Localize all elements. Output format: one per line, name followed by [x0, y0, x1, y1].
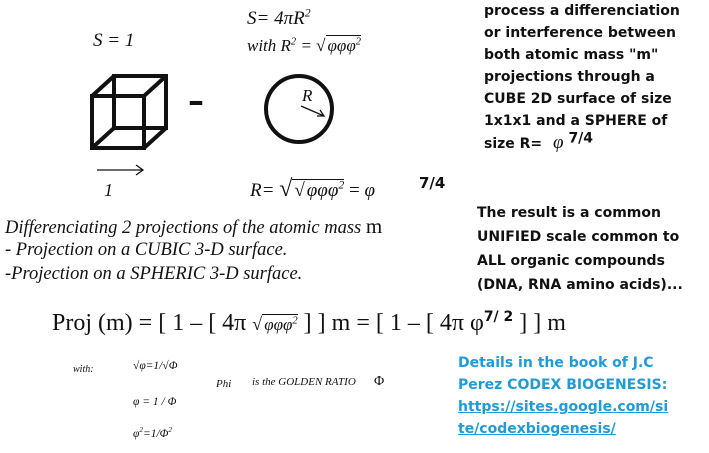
projection-cubic-line: - Projection on a CUBIC 3-D surface. [5, 240, 288, 260]
explanation-line: projections through a [484, 69, 655, 85]
cube-icon [90, 74, 168, 150]
result-line: ALL organic compounds [477, 253, 665, 269]
explanation-paragraph: process a differenciation or interferenc… [484, 0, 680, 155]
differenciating-heading: Differenciating 2 projections of the ato… [5, 214, 383, 238]
result-line: UNIFIED scale common to [477, 229, 680, 245]
explanation-line: CUBE 2D surface of size [484, 91, 672, 107]
s-equals-one: S = 1 [93, 30, 135, 51]
projection-formula: Proj (m) = [ 1 – [ 4π √φφφ2 ] ] m = [ 1 … [52, 309, 566, 336]
result-line: (DNA, RNA amino acids)... [477, 277, 683, 293]
r-value-formula: R= √√φφφ2 = φ [250, 176, 375, 202]
result-paragraph: The result is a common UNIFIED scale com… [477, 201, 683, 297]
book-details-line: Perez CODEX BIOGENESIS: [458, 377, 668, 393]
r-squared-definition: with R2 = √φφφ2 [247, 35, 361, 55]
explanation-line-sphere-size: size R= φ 7/4 [484, 130, 594, 153]
result-line: The result is a common [477, 205, 661, 221]
phi-squared-relation: φ2=1/Φ2 [133, 426, 172, 440]
explanation-line: 1x1x1 and a SPHERE of [484, 113, 668, 129]
radius-label: R [302, 86, 313, 105]
phi-word: Phi [216, 378, 232, 390]
golden-ratio-symbol: Φ [374, 374, 385, 389]
with-small-label: with: [73, 364, 94, 375]
sphere-circle-icon [264, 74, 334, 144]
unit-length-label: 1 [104, 180, 113, 200]
projection-spheric-line: -Projection on a SPHERIC 3-D surface. [5, 264, 303, 284]
sphere-area-formula: S= 4πR2 [247, 6, 311, 29]
book-url-link[interactable]: https://sites.google.com/si [458, 399, 669, 415]
phi-relation: φ = 1 / Φ [133, 396, 177, 408]
book-details: Details in the book of J.C Perez CODEX B… [458, 352, 668, 440]
book-url-link-continued[interactable]: te/codexbiogenesis/ [458, 421, 616, 437]
book-details-line: Details in the book of J.C [458, 355, 654, 371]
unit-arrow-icon [97, 164, 145, 176]
explanation-line: or interference between [484, 25, 676, 41]
r-exponent: 7/4 [419, 174, 446, 192]
explanation-line: both atomic mass "m" [484, 47, 659, 63]
sqrt-phi-relation: √φ=1/√Φ [133, 360, 178, 372]
minus-sign: – [188, 82, 204, 120]
golden-ratio-label: is the GOLDEN RATIO [252, 376, 356, 388]
explanation-line: process a differenciation [484, 3, 680, 19]
